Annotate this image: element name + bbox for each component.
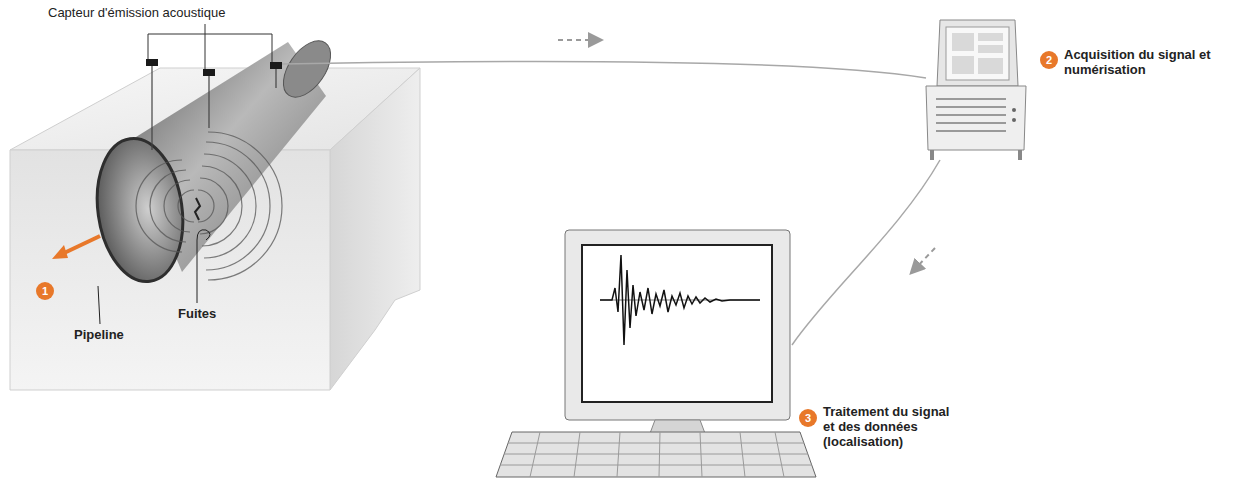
sensor-label: Capteur d'émission acoustique [48,5,225,20]
flow-dashed-arrow [558,39,600,41]
data-cable [792,160,940,345]
signal-waveform [600,255,760,345]
step-description: Traitement du signal et des données (loc… [823,404,961,449]
callout-number: 3 [799,409,817,427]
flow-arrowhead [52,245,68,259]
callout-text: 3 [805,413,811,424]
acoustic-sensors [146,59,282,76]
acoustic-waves [136,132,282,280]
pipeline-leader [98,286,100,324]
flow-arrow [62,236,100,254]
callout-text: 2 [1046,55,1052,66]
computer [496,230,816,477]
callout-number: 2 [1040,51,1058,69]
callout-number: 1 [36,282,54,300]
acquisition-unit [926,20,1026,160]
callout-text: 1 [42,286,48,297]
leak-leader [197,230,210,303]
sensor-wires [152,65,276,150]
pipe-label: Pipeline [74,327,124,342]
flow-dashed-arrow [912,248,935,272]
pipeline-figure [88,32,340,287]
step-description: Acquisition du signal et numérisation [1064,47,1214,77]
leak-label: Fuites [178,306,216,321]
sensor-leaders [148,24,272,69]
signal-cable [282,61,926,78]
